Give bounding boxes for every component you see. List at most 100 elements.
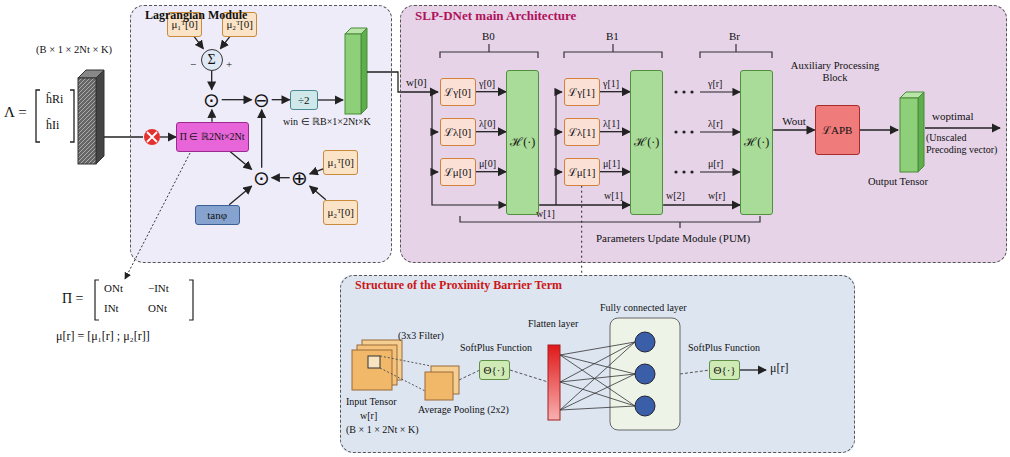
node-text: ⊖	[253, 89, 270, 111]
input-tensor	[104, 136, 143, 137]
signal-arrow	[773, 129, 815, 130]
diagram-label: w[r]	[708, 190, 725, 202]
signal-arrow	[229, 186, 251, 205]
diagram-label: (B × 1 × 2Nt × K)	[36, 44, 112, 56]
weight-feed-wire	[700, 131, 740, 132]
process-box: Θ{·}	[479, 360, 510, 380]
diagram-label: λ[0]	[479, 118, 496, 130]
diagram-label: ONt	[104, 282, 123, 295]
signal-arrow	[476, 171, 507, 172]
ellipsis-dots	[674, 90, 677, 93]
signal-arrow	[476, 131, 507, 132]
diagram-label: Parameters Update Module (PUM)	[596, 232, 750, 245]
panel-ground	[400, 5, 1007, 263]
process-box: μ₂ᵀ[0]	[222, 12, 257, 37]
node-text: μ₁ᵀ[0]	[327, 156, 354, 168]
signal-arrow	[230, 152, 251, 170]
node-text: ℋ(·)	[510, 136, 535, 149]
signal-arrow	[600, 91, 631, 92]
signal-arrow	[476, 91, 507, 92]
node-text: μ₂ᵀ[0]	[327, 206, 354, 218]
signal-arrow	[310, 169, 324, 174]
signal-arrow	[272, 177, 290, 178]
barrier-network	[560, 342, 635, 355]
operator-symbol: ⊙	[252, 168, 272, 188]
diagram-label: w[2]	[666, 190, 685, 202]
module-panel: ℒγ[0] ℒλ[0] ℒμ[0] ℋ(·) ℒγ[1] ℒλ[1] ℒμ[1] ℋ(·) ℋ(…	[400, 5, 1007, 263]
barrier-network	[425, 372, 453, 400]
process-box: tanφ	[195, 205, 240, 225]
zoom-leader	[581, 186, 582, 275]
process-box: ℒAPB	[815, 105, 860, 155]
input-tensor	[78, 78, 96, 164]
diagram-label: w[0]	[406, 76, 427, 89]
block-bracket	[440, 44, 772, 228]
operator-symbol: Σ	[201, 49, 223, 71]
node-text: ℒγ[0]	[444, 86, 471, 98]
process-box: ℋ(·)	[506, 70, 539, 215]
barrier-network	[635, 396, 655, 416]
diagram-label: w[r]	[360, 410, 377, 422]
node-text: Σ	[208, 52, 216, 67]
multiply-symbol	[160, 136, 176, 137]
final-output-tensor	[918, 92, 924, 172]
final-output-tensor	[860, 129, 898, 130]
process-box: ÷2	[290, 90, 318, 110]
node-text: ℋ(·)	[634, 136, 659, 149]
diagram-label: ĥRi	[46, 93, 63, 107]
barrier-network	[560, 355, 635, 406]
final-output-tensor	[860, 92, 1000, 172]
diagram-label: (Unscaled Precoding vector)	[926, 132, 1006, 155]
module-panel: μ₁ᵀ[0]μ₂ᵀ[0]Σ⊙⊖÷2Π ∈ ℝ2Nt×2Nt⊙⊕tanφμ₁ᵀ[0…	[130, 5, 392, 263]
diagram-label: γ[r]	[708, 78, 722, 90]
diagram-label: (3x3 Filter)	[398, 330, 444, 342]
signal-arrow	[222, 99, 252, 100]
signal-arrow	[272, 99, 290, 100]
diagram-label: w[1]	[604, 190, 623, 202]
ellipsis-dots	[674, 90, 693, 173]
process-box: ℒλ[1]	[564, 118, 600, 146]
diagram-label: woptimal	[932, 110, 974, 123]
signal-arrow	[663, 204, 740, 205]
panel-ground	[130, 5, 392, 263]
process-box: ℒμ[0]	[440, 158, 476, 186]
ellipsis-dots	[674, 130, 677, 133]
diagram-label: Input Tensor	[346, 396, 397, 408]
diagram-label: Average Pooling (2x2)	[418, 404, 509, 416]
barrier-network	[352, 350, 392, 390]
process-box: ℒλ[0]	[440, 118, 476, 146]
input-tensor	[36, 70, 143, 164]
diagram-label: SoftPlus Function	[460, 342, 532, 354]
process-box: Π ∈ ℝ2Nt×2Nt	[176, 122, 249, 152]
barrier-network	[635, 364, 655, 384]
multiply-symbol	[144, 129, 160, 145]
ellipsis-dots	[682, 90, 685, 93]
node-text: Lagrangian Module	[131, 6, 391, 25]
signal-arrow	[261, 110, 262, 168]
process-box: μ₂ᵀ[0]	[323, 200, 358, 225]
node-text: ℒAPB	[822, 124, 852, 136]
diagram-label: Fully connected layer	[600, 302, 687, 314]
lagrangian-output-tensor	[367, 72, 438, 92]
node-text: μ₂ᵀ[0]	[226, 18, 253, 30]
signal-arrow	[211, 71, 212, 90]
diagram-label: +	[226, 58, 232, 71]
weight-feed-wire	[700, 171, 740, 172]
lagrangian-output-tensor	[345, 34, 361, 114]
node-text: ℒγ[1]	[568, 86, 595, 98]
diagram-label: ĥIi	[46, 119, 59, 133]
barrier-network	[548, 345, 560, 420]
barrier-network	[380, 356, 431, 394]
signal-arrow	[539, 204, 630, 205]
process-box: ℋ(·)	[740, 70, 773, 215]
node-text: ℒλ[0]	[444, 126, 471, 138]
ellipsis-dots	[690, 170, 693, 173]
barrier-network	[635, 332, 655, 352]
barrier-network	[610, 318, 680, 430]
node-text: ℋ(·)	[744, 136, 769, 149]
block-bracket	[700, 44, 772, 58]
diagram-label: Λ =	[4, 104, 27, 121]
node-text: ℒμ[1]	[568, 166, 596, 178]
